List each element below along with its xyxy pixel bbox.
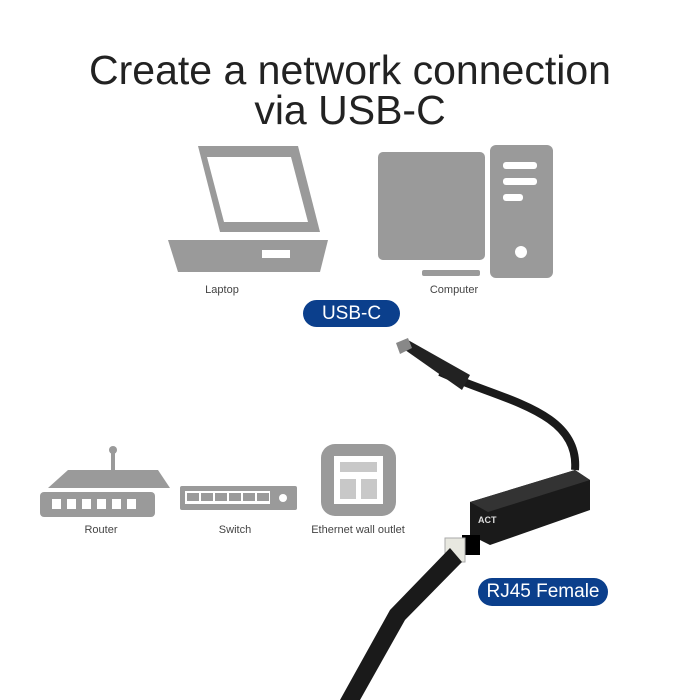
usb-c-adapter-product: ACT [340, 338, 590, 700]
laptop-icon [168, 146, 328, 272]
ethernet-outlet-icon [321, 444, 396, 516]
headline-line-1: Create a network connection [89, 47, 611, 93]
rj45-female-badge: RJ45 Female [478, 578, 608, 606]
switch-label: Switch [218, 524, 252, 536]
desktop-computer-icon [378, 145, 553, 278]
router-icon [40, 446, 170, 517]
laptop-label: Laptop [205, 284, 239, 296]
ethernet-outlet-label: Ethernet wall outlet [311, 524, 405, 536]
router-label: Router [84, 524, 118, 536]
headline-line-2: via USB-C [254, 87, 446, 133]
switch-icon [180, 486, 297, 510]
computer-label: Computer [429, 284, 479, 296]
usb-c-badge: USB-C [303, 300, 400, 327]
act-logo: ACT [478, 515, 497, 525]
